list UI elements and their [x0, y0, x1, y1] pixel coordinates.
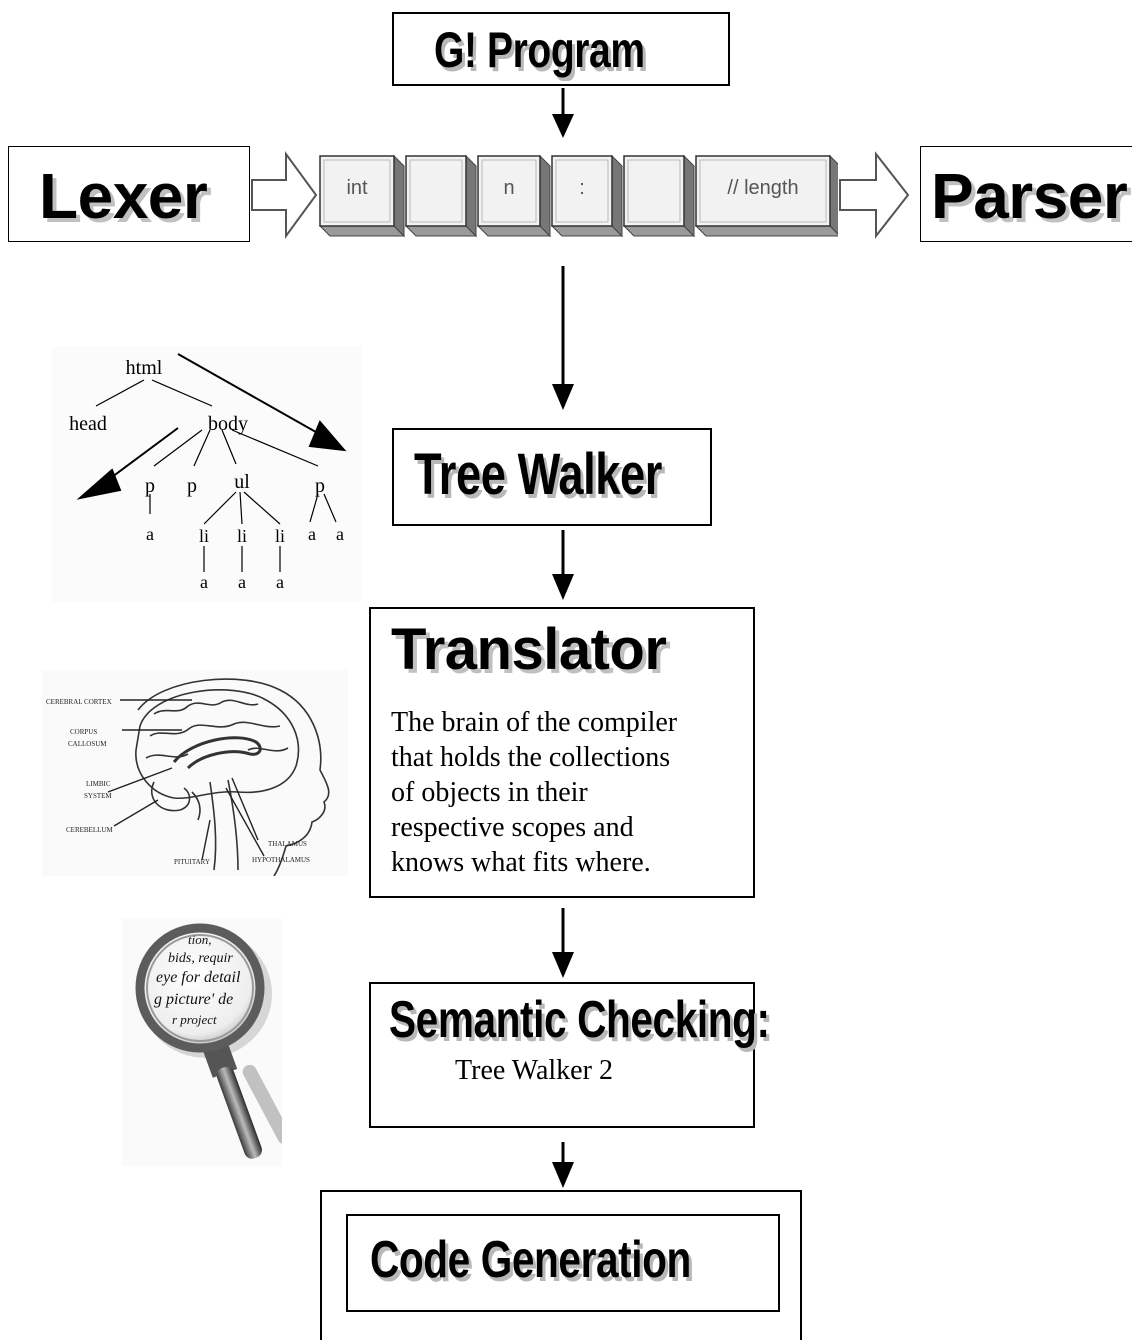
brain-label-hypothalamus: HYPOTHALAMUS — [252, 856, 310, 864]
tree-node-p: p — [187, 475, 197, 497]
translator-box: Translator The brain of the compiler tha… — [369, 607, 755, 898]
arrow-semantic-to-codegen — [552, 1142, 574, 1188]
token-key: int — [318, 154, 406, 238]
parser-label: Parser — [931, 160, 1128, 232]
codegen-inner-box: Code Generation — [346, 1214, 780, 1312]
arrow-program-to-lexer — [552, 88, 574, 138]
brain-label-system: SYSTEM — [84, 792, 112, 800]
program-box: G! Program — [392, 12, 730, 86]
tree-node-a: a — [336, 524, 344, 544]
brain-label-limbic: LIMBIC — [86, 780, 111, 788]
token-key — [404, 154, 478, 238]
brain-label-thalamus: THALAMUS — [268, 840, 307, 848]
parser-box: Parser — [920, 146, 1132, 242]
brain-label-pituitary: PITUITARY — [174, 858, 210, 866]
tree-node-p: p — [145, 475, 155, 497]
lexer-box: Lexer — [8, 146, 250, 242]
semantic-title: Semantic Checking: — [389, 991, 770, 1049]
arrow-treewalker-to-translator — [552, 530, 574, 600]
brain-label-corpus: CORPUS — [70, 728, 97, 736]
semantic-subtitle: Tree Walker 2 — [455, 1055, 613, 1086]
translator-title: Translator — [391, 617, 667, 682]
tree-node-head: head — [69, 413, 107, 435]
token-key: : — [550, 154, 624, 238]
magnifier-text: g picture' de — [154, 991, 233, 1008]
magnifier-text: bids, requir — [168, 951, 233, 966]
tree-node-a: a — [308, 524, 316, 544]
program-label: G! Program — [434, 22, 645, 78]
tree-node-li: li — [275, 526, 285, 546]
arrow-parser-to-treewalker — [552, 266, 574, 410]
hollow-arrow-parser — [839, 151, 910, 239]
tree-node-a: a — [146, 524, 154, 544]
token-key: // length — [694, 154, 838, 237]
magnifier-text: tion, — [188, 932, 211, 947]
token-key: n — [476, 154, 552, 238]
hollow-arrow-lexer — [251, 150, 318, 240]
codegen-outer-box: Code Generation — [320, 1190, 802, 1340]
codegen-label: Code Generation — [370, 1231, 691, 1289]
translator-line: that holds the collections — [391, 742, 671, 773]
tree-node-a: a — [276, 572, 284, 592]
tree-node-ul: ul — [234, 471, 250, 493]
token-stream: int n: // length — [318, 154, 838, 238]
html-tree-image: html head body p p ul p a li li li a a a… — [52, 346, 362, 602]
magnifier-image: tion, bids, requir eye for detail g pict… — [122, 918, 282, 1166]
magnifier-text: r project — [172, 1012, 217, 1027]
translator-line: of objects in their — [391, 777, 588, 808]
magnifier-text: eye for detail — [156, 969, 241, 986]
translator-line: knows what fits where. — [391, 847, 651, 878]
brain-image: CEREBRAL CORTEX CORPUS CALLOSUM LIMBIC S… — [42, 670, 348, 876]
tree-walker-box: Tree Walker — [392, 428, 712, 526]
tree-node-p: p — [315, 475, 325, 497]
brain-label-cerebellum: CEREBELLUM — [66, 826, 113, 834]
tree-walker-label: Tree Walker — [414, 442, 663, 507]
translator-line: respective scopes and — [391, 812, 634, 843]
tree-node-li: li — [237, 526, 247, 546]
token-label: n — [503, 177, 514, 199]
tree-node-li: li — [199, 526, 209, 546]
tree-node-a: a — [238, 572, 246, 592]
lexer-label: Lexer — [39, 160, 208, 232]
token-label: int — [346, 177, 368, 199]
tree-node-a: a — [200, 572, 208, 592]
translator-description: The brain of the compiler that holds the… — [391, 705, 677, 880]
arrow-translator-to-semantic — [552, 908, 574, 978]
token-label: : — [579, 177, 585, 199]
brain-label-callosum: CALLOSUM — [68, 740, 107, 748]
token-label: // length — [727, 177, 798, 199]
brain-label-cortex: CEREBRAL CORTEX — [46, 698, 112, 706]
token-key — [622, 154, 696, 238]
translator-line: The brain of the compiler — [391, 707, 678, 738]
tree-node-html: html — [126, 357, 163, 379]
semantic-box: Semantic Checking: Tree Walker 2 — [369, 982, 770, 1128]
tree-node-body: body — [208, 413, 248, 435]
